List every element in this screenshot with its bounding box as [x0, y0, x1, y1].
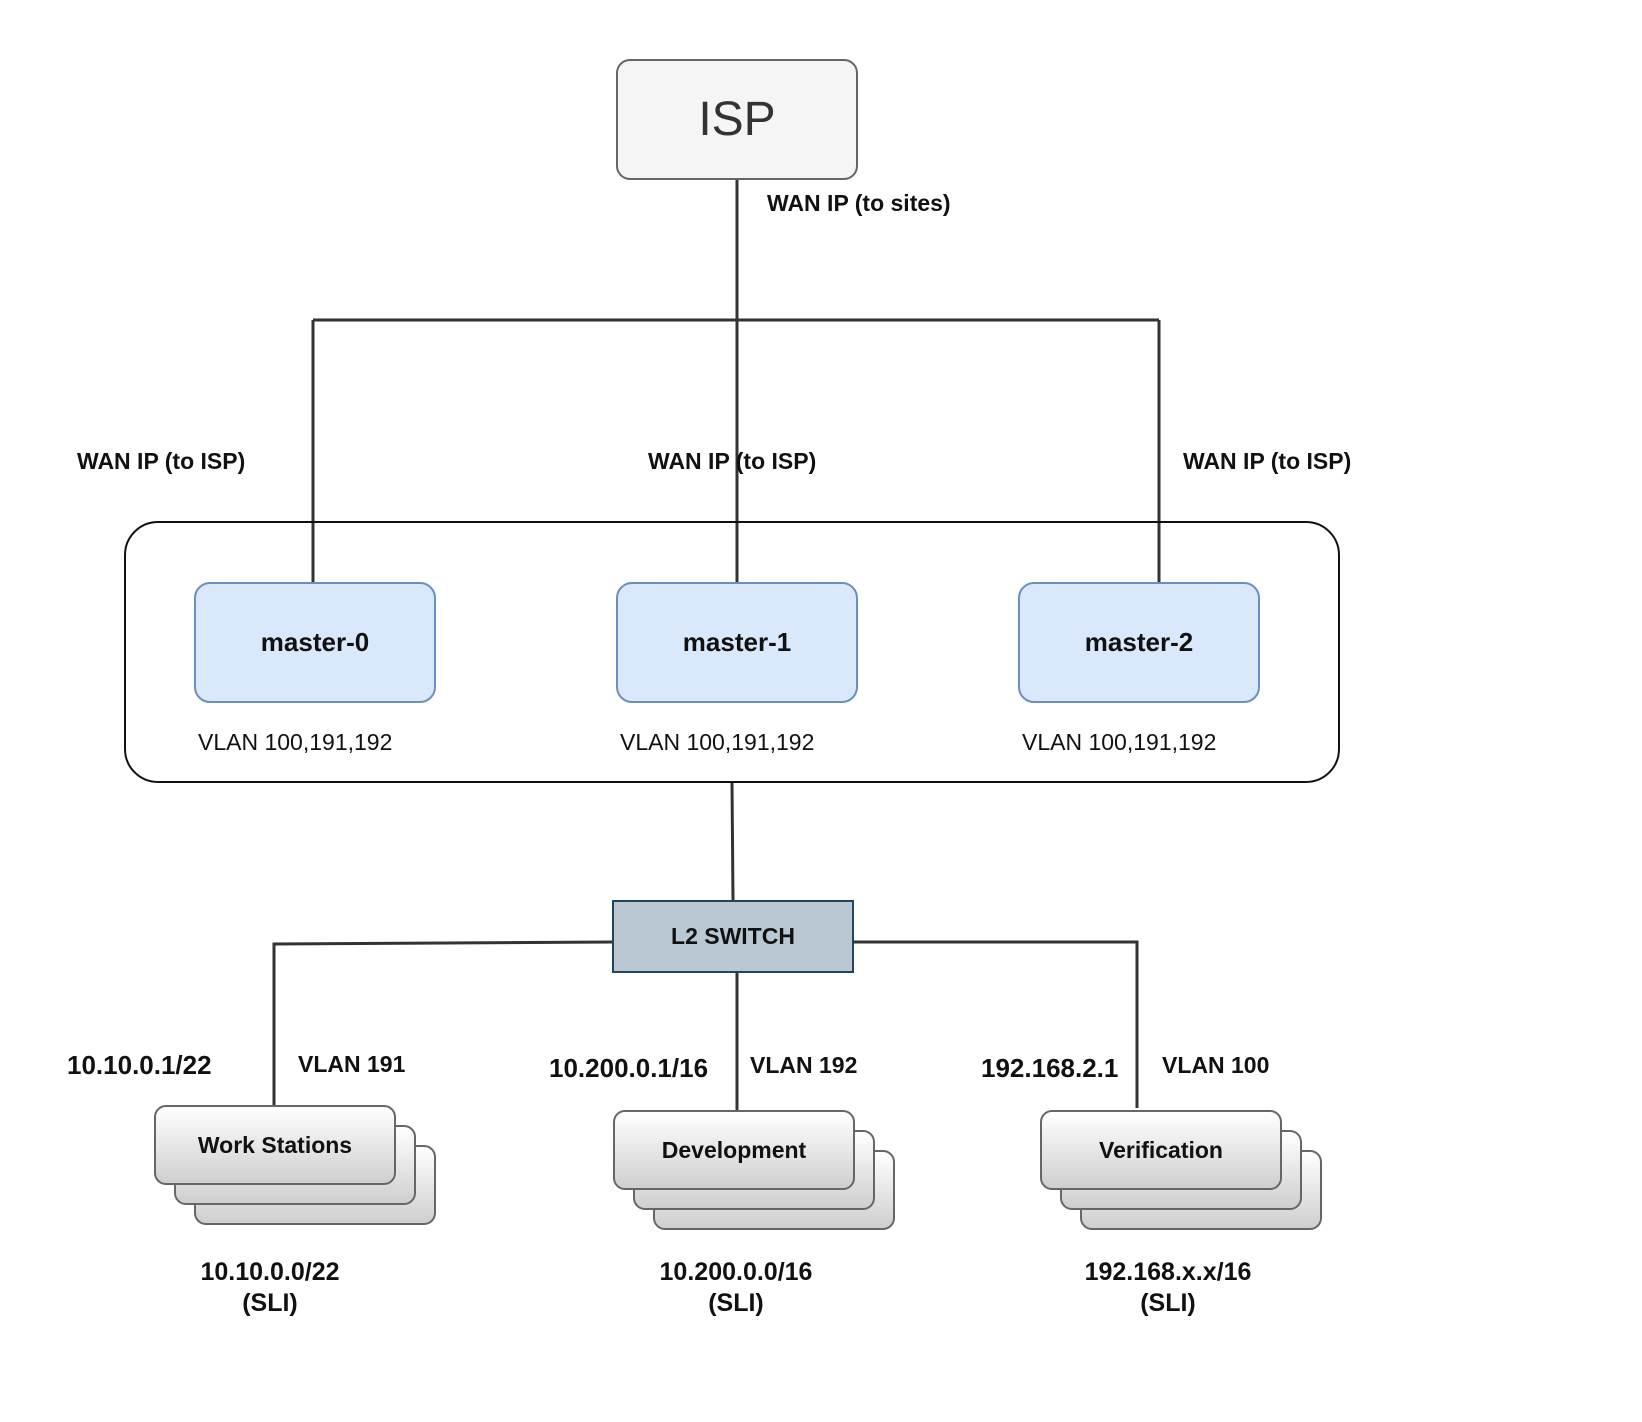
- workstations-subnet: 10.10.0.0/22 (SLI): [150, 1257, 390, 1319]
- development-subnet: 10.200.0.0/16 (SLI): [616, 1257, 856, 1319]
- cluster-to-switch-line: [730, 782, 735, 901]
- development-subnet-tag: (SLI): [708, 1289, 764, 1317]
- master-1-vlans: VLAN 100,191,192: [620, 729, 815, 755]
- isp-label: ISP: [698, 93, 776, 146]
- master-2-label: master-2: [1084, 627, 1194, 657]
- workstations-subnet-tag: (SLI): [242, 1289, 298, 1317]
- verification-subnet-tag: (SLI): [1140, 1289, 1196, 1317]
- master-0-vlans: VLAN 100,191,192: [198, 729, 393, 755]
- development-label: Development: [661, 1136, 807, 1163]
- verification-node[interactable]: Verification: [1040, 1110, 1282, 1190]
- master-1-label: master-1: [682, 627, 792, 657]
- workstations-gateway: 10.10.0.1/22: [67, 1050, 212, 1080]
- workstations-vlan: VLAN 191: [298, 1051, 406, 1077]
- verification-subnet: 192.168.x.x/16 (SLI): [1048, 1257, 1288, 1319]
- switch-to-workstations-line: [272, 940, 613, 1105]
- development-node[interactable]: Development: [613, 1110, 855, 1190]
- l2-switch-label: L2 SWITCH: [671, 923, 795, 949]
- workstations-node[interactable]: Work Stations: [154, 1105, 396, 1185]
- switch-to-verification-line: [854, 940, 1139, 1108]
- development-vlan: VLAN 192: [750, 1052, 858, 1078]
- master-1-wan-label: WAN IP (to ISP): [648, 448, 817, 474]
- master-0-node[interactable]: master-0: [194, 582, 436, 703]
- master-0-wan-label: WAN IP (to ISP): [77, 448, 246, 474]
- l2-switch-node[interactable]: L2 SWITCH: [612, 900, 854, 973]
- isp-wan-label: WAN IP (to sites): [767, 190, 951, 216]
- verification-subnet-value: 192.168.x.x/16: [1084, 1258, 1252, 1286]
- master-0-label: master-0: [260, 627, 370, 657]
- master-cluster-group: [124, 521, 1340, 783]
- development-gateway: 10.200.0.1/16: [549, 1053, 709, 1083]
- verification-gateway: 192.168.2.1: [981, 1053, 1119, 1083]
- master-2-wan-label: WAN IP (to ISP): [1183, 448, 1352, 474]
- workstations-subnet-value: 10.10.0.0/22: [200, 1258, 340, 1286]
- master-2-vlans: VLAN 100,191,192: [1022, 729, 1217, 755]
- master-2-node[interactable]: master-2: [1018, 582, 1260, 703]
- verification-label: Verification: [1099, 1136, 1223, 1163]
- development-subnet-value: 10.200.0.0/16: [659, 1258, 813, 1286]
- isp-node[interactable]: ISP: [616, 59, 858, 180]
- verification-vlan: VLAN 100: [1162, 1052, 1270, 1078]
- workstations-label: Work Stations: [197, 1131, 353, 1158]
- master-1-node[interactable]: master-1: [616, 582, 858, 703]
